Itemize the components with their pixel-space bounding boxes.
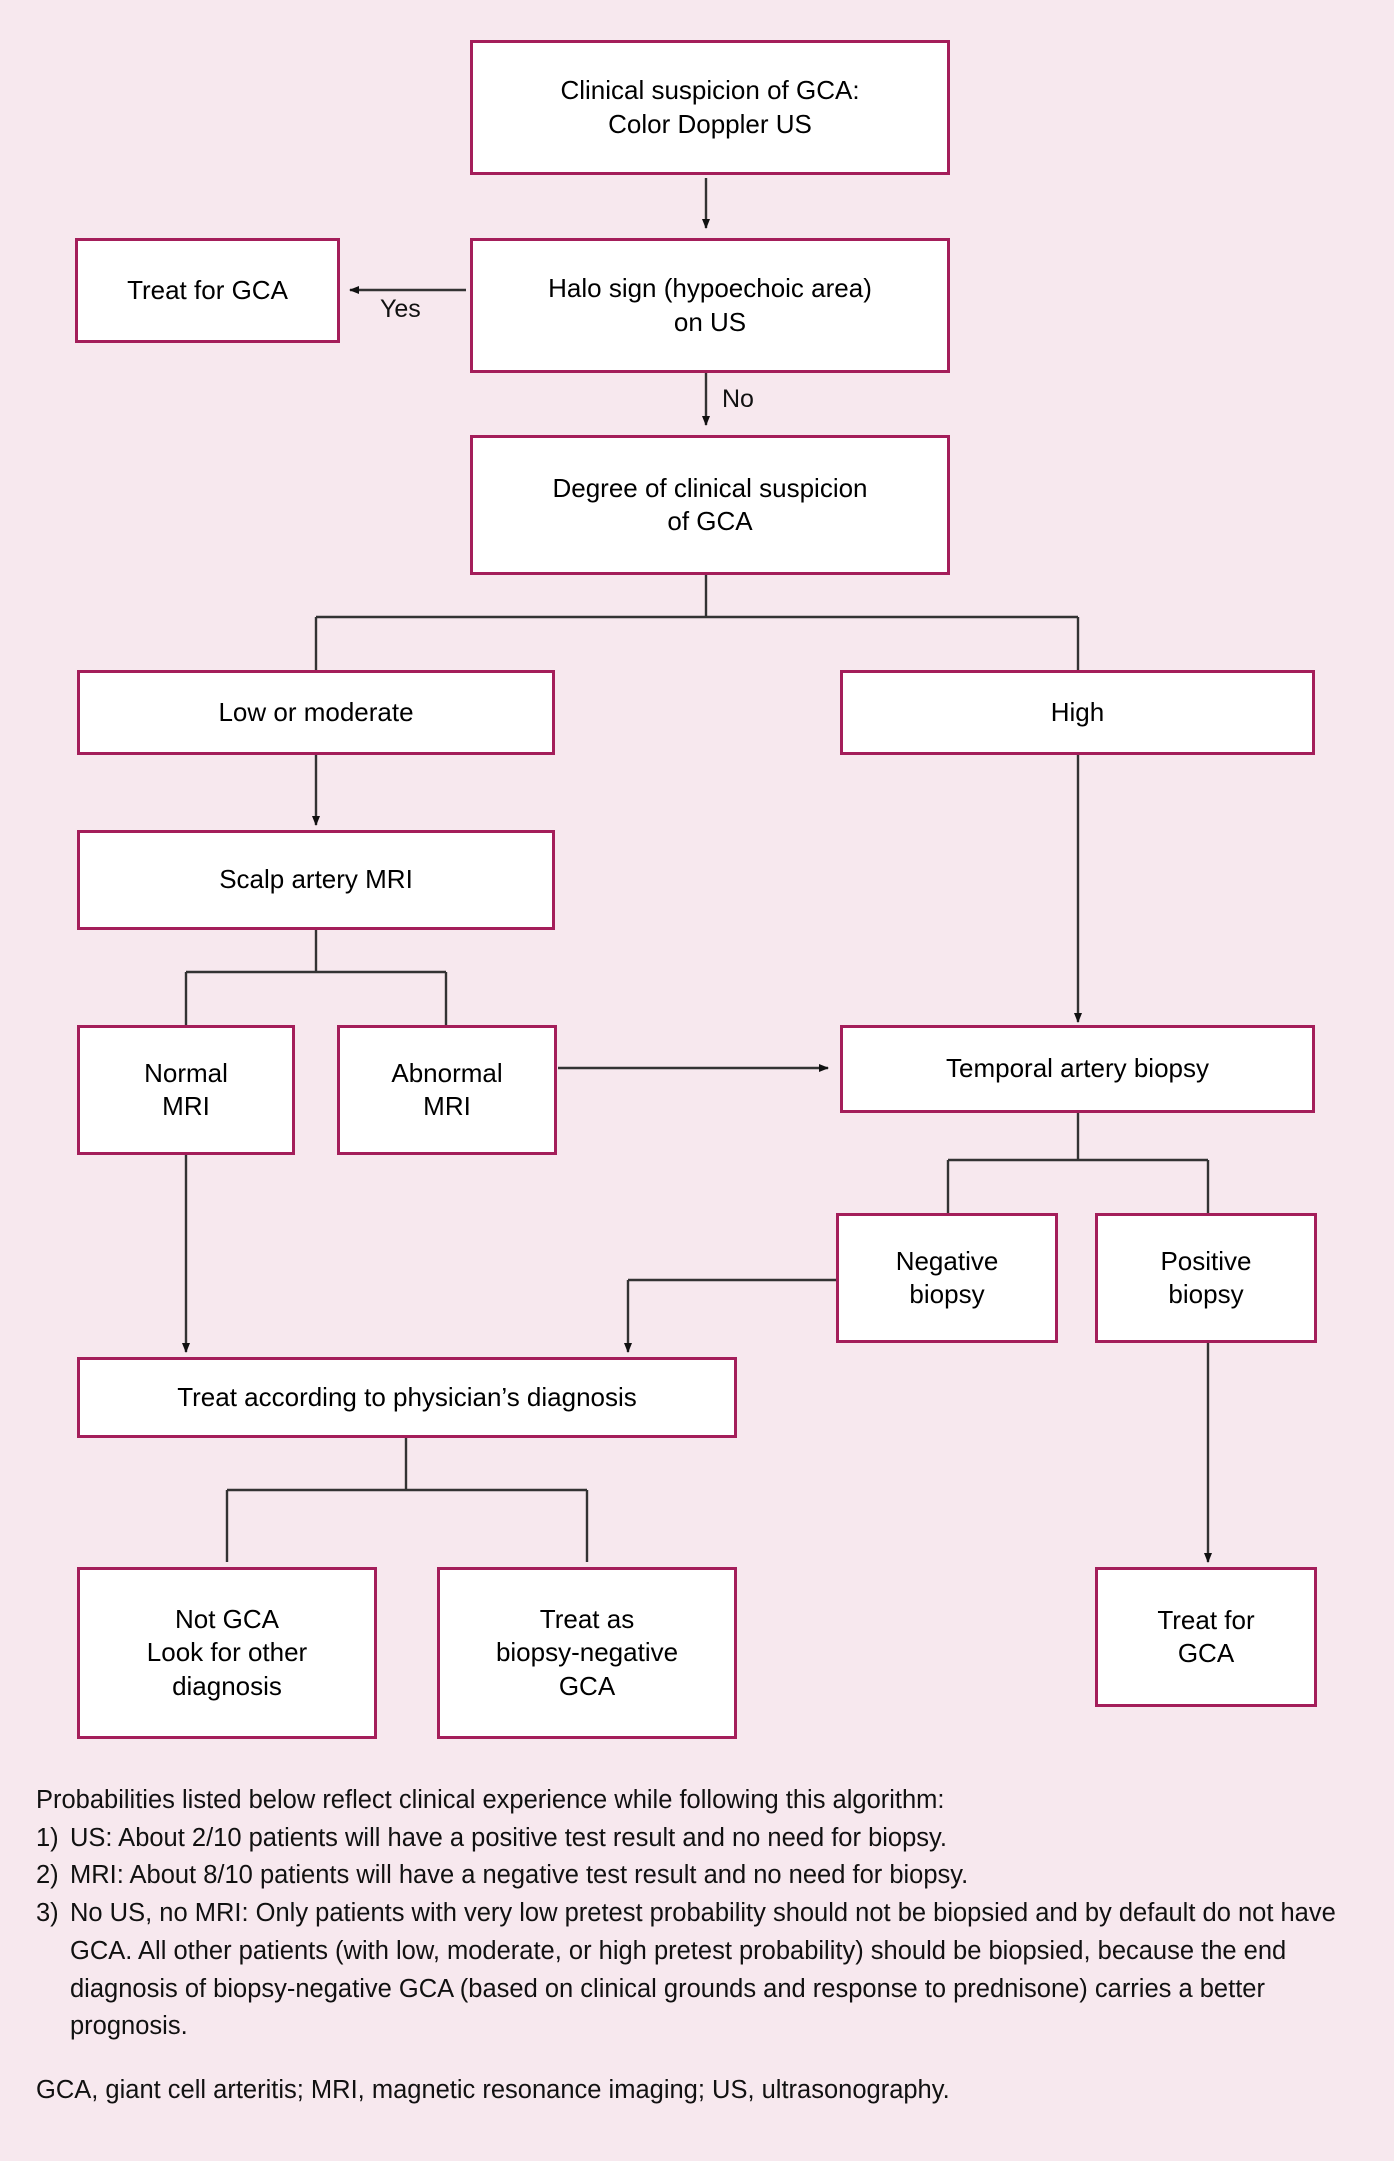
node-low-or-moderate[interactable]: Low or moderate: [77, 670, 555, 755]
footnotes-block: Probabilities listed below reflect clini…: [36, 1782, 1366, 2110]
node-negative-biopsy[interactable]: Negative biopsy: [836, 1213, 1058, 1343]
node-halo-sign[interactable]: Halo sign (hypoechoic area) on US: [470, 238, 950, 373]
footnote-item-1-marker: 1): [36, 1823, 59, 1852]
node-abnormal-mri[interactable]: Abnormal MRI: [337, 1025, 557, 1155]
node-scalp-artery-mri-label: Scalp artery MRI: [219, 864, 413, 895]
node-scalp-artery-mri[interactable]: Scalp artery MRI: [77, 830, 555, 930]
node-treat-as-biopsy-negative-gca[interactable]: Treat as biopsy-negative GCA: [437, 1567, 737, 1739]
node-abnormal-mri-label: Abnormal MRI: [391, 1057, 503, 1121]
footnote-item-3-marker: 3): [36, 1899, 59, 1928]
edge-label-yes: Yes: [380, 295, 421, 323]
node-treat-for-gca-positive-label: Treat for GCA: [1157, 1604, 1255, 1668]
footnote-item-3-text: No US, no MRI: Only patients with very l…: [70, 1899, 1336, 2041]
edge-label-no: No: [722, 385, 754, 413]
footnote-item-1-text: US: About 2/10 patients will have a posi…: [70, 1823, 947, 1852]
footnote-abbreviations: GCA, giant cell arteritis; MRI, magnetic…: [36, 2076, 950, 2105]
node-treat-as-biopsy-negative-gca-label: Treat as biopsy-negative GCA: [495, 1604, 679, 1701]
footnote-item-3: 3) No US, no MRI: Only patients with ver…: [36, 1895, 1366, 2046]
node-treat-for-gca-us-label: Treat for GCA: [127, 274, 288, 305]
node-degree-of-suspicion-label: Degree of clinical suspicion of GCA: [552, 472, 868, 536]
node-degree-of-suspicion[interactable]: Degree of clinical suspicion of GCA: [470, 435, 950, 575]
footnote-item-2-marker: 2): [36, 1861, 59, 1890]
footnote-item-2-text: MRI: About 8/10 patients will have a neg…: [70, 1861, 969, 1890]
node-high[interactable]: High: [840, 670, 1315, 755]
node-normal-mri[interactable]: Normal MRI: [77, 1025, 295, 1155]
node-clinical-suspicion[interactable]: Clinical suspicion of GCA: Color Doppler…: [470, 40, 950, 175]
node-positive-biopsy-label: Positive biopsy: [1160, 1245, 1252, 1309]
node-treat-according-to-physician-label: Treat according to physician’s diagnosis: [177, 1381, 637, 1412]
node-halo-sign-label: Halo sign (hypoechoic area) on US: [548, 273, 872, 337]
node-negative-biopsy-label: Negative biopsy: [895, 1245, 999, 1309]
node-treat-for-gca-us[interactable]: Treat for GCA: [75, 238, 340, 343]
footnote-intro: Probabilities listed below reflect clini…: [36, 1786, 945, 1814]
node-treat-for-gca-positive[interactable]: Treat for GCA: [1095, 1567, 1317, 1707]
node-low-or-moderate-label: Low or moderate: [218, 696, 414, 727]
node-temporal-artery-biopsy-label: Temporal artery biopsy: [946, 1053, 1209, 1084]
node-not-gca-label: Not GCA Look for other diagnosis: [146, 1604, 308, 1701]
node-clinical-suspicion-label: Clinical suspicion of GCA: Color Doppler…: [560, 75, 860, 139]
node-treat-according-to-physician[interactable]: Treat according to physician’s diagnosis: [77, 1357, 737, 1438]
node-not-gca[interactable]: Not GCA Look for other diagnosis: [77, 1567, 377, 1739]
node-high-label: High: [1050, 696, 1105, 727]
footnote-item-2: 2) MRI: About 8/10 patients will have a …: [36, 1857, 1366, 1895]
node-positive-biopsy[interactable]: Positive biopsy: [1095, 1213, 1317, 1343]
node-temporal-artery-biopsy[interactable]: Temporal artery biopsy: [840, 1025, 1315, 1113]
node-normal-mri-label: Normal MRI: [144, 1057, 228, 1121]
footnote-item-1: 1) US: About 2/10 patients will have a p…: [36, 1820, 1366, 1858]
